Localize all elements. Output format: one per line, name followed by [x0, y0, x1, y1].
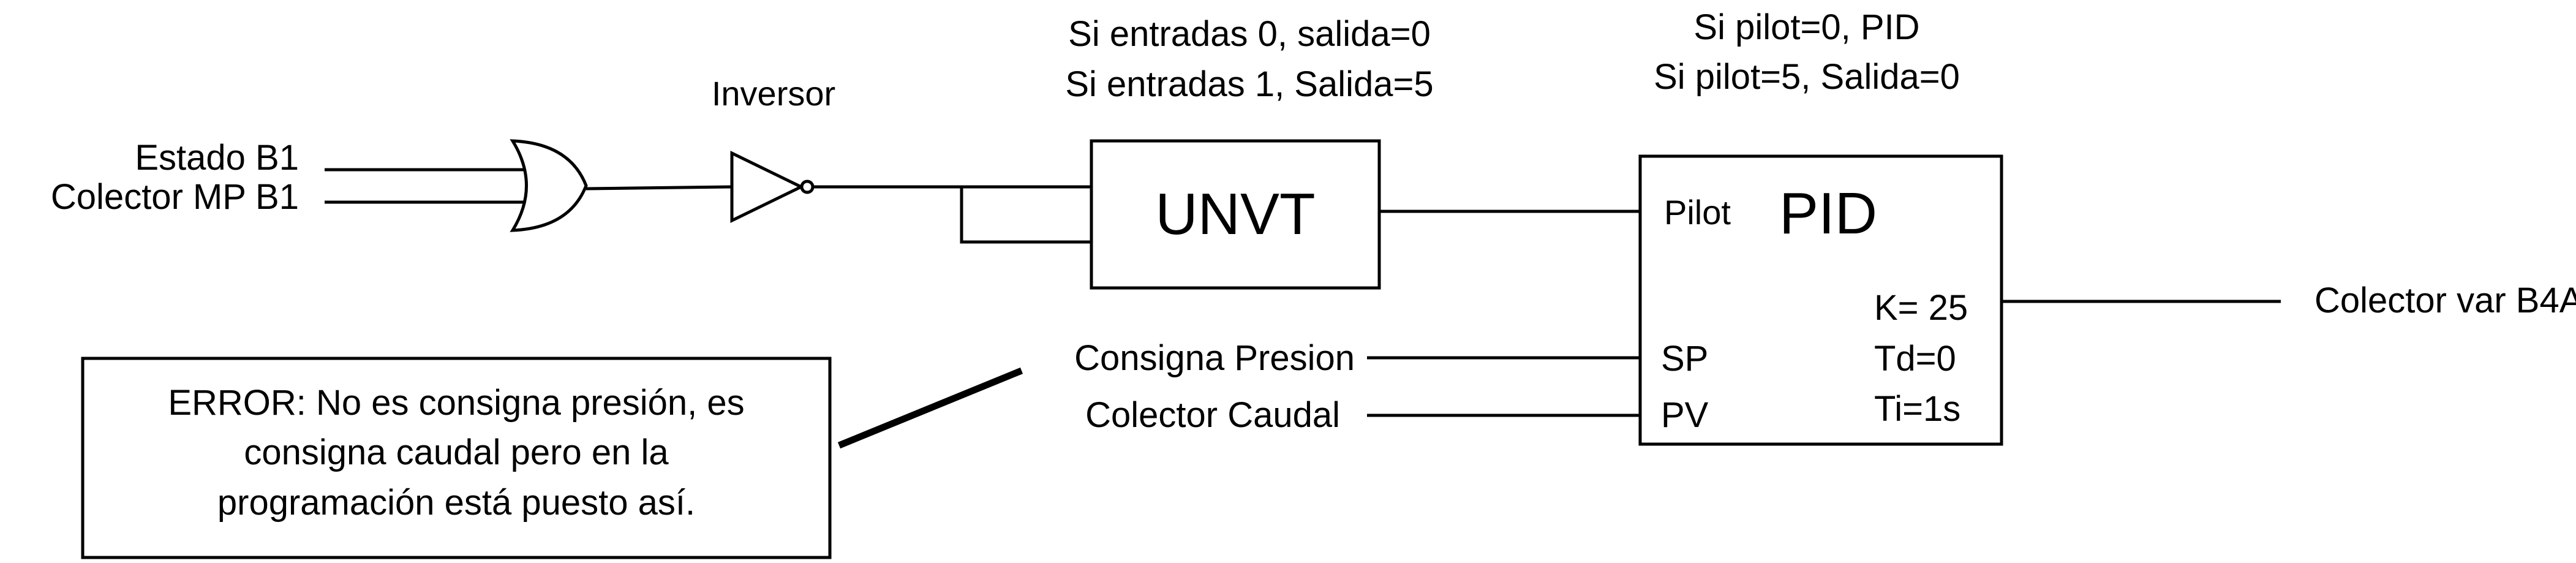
wire-or-to-inverter — [586, 185, 733, 191]
pid-port-sp: SP — [1661, 339, 1708, 379]
error-note-box — [81, 357, 832, 559]
unvt-label: UNVT — [1155, 181, 1315, 247]
inverter-triangle — [730, 151, 805, 223]
error-note-line2: consigna caudal pero en la — [244, 433, 669, 472]
pid-port-pv: PV — [1661, 395, 1709, 435]
error-note-pointer — [837, 367, 1023, 449]
pid-param-td: Td=0 — [1874, 339, 1956, 379]
pid-note-line2: Si pilot=5, Salida=0 — [1654, 57, 1960, 97]
signal-label-colector-caudal: Colector Caudal — [1085, 395, 1340, 435]
pid-param-ti: Ti=1s — [1874, 389, 1960, 429]
inverter-label: Inversor — [712, 74, 835, 113]
pid-note-line1: Si pilot=0, PID — [1693, 7, 1919, 47]
unvt-note-line1: Si entradas 0, salida=0 — [1068, 14, 1431, 54]
output-label-colector-var-b4a: Colector var B4A — [2314, 281, 2576, 320]
pid-label: PID — [1779, 181, 1877, 246]
unvt-block — [1090, 139, 1381, 290]
unvt-note-line2: Si entradas 1, Salida=5 — [1065, 64, 1433, 104]
error-note-line1: ERROR: No es consigna presión, es — [168, 383, 744, 423]
wire-unvt-input-loop — [960, 185, 1091, 244]
input-label-estado-b1: Estado B1 — [135, 138, 299, 178]
pid-param-k: K= 25 — [1874, 288, 1968, 328]
pid-port-pilot: Pilot — [1664, 193, 1731, 232]
input-label-colector-mp-b1: Colector MP B1 — [51, 177, 299, 217]
or-gate — [510, 139, 588, 232]
signal-label-consigna-presion: Consigna Presion — [1074, 338, 1355, 378]
pid-block — [1638, 154, 2003, 446]
error-note-line3: programación está puesto así. — [217, 483, 695, 523]
inverter-bubble — [800, 179, 815, 194]
